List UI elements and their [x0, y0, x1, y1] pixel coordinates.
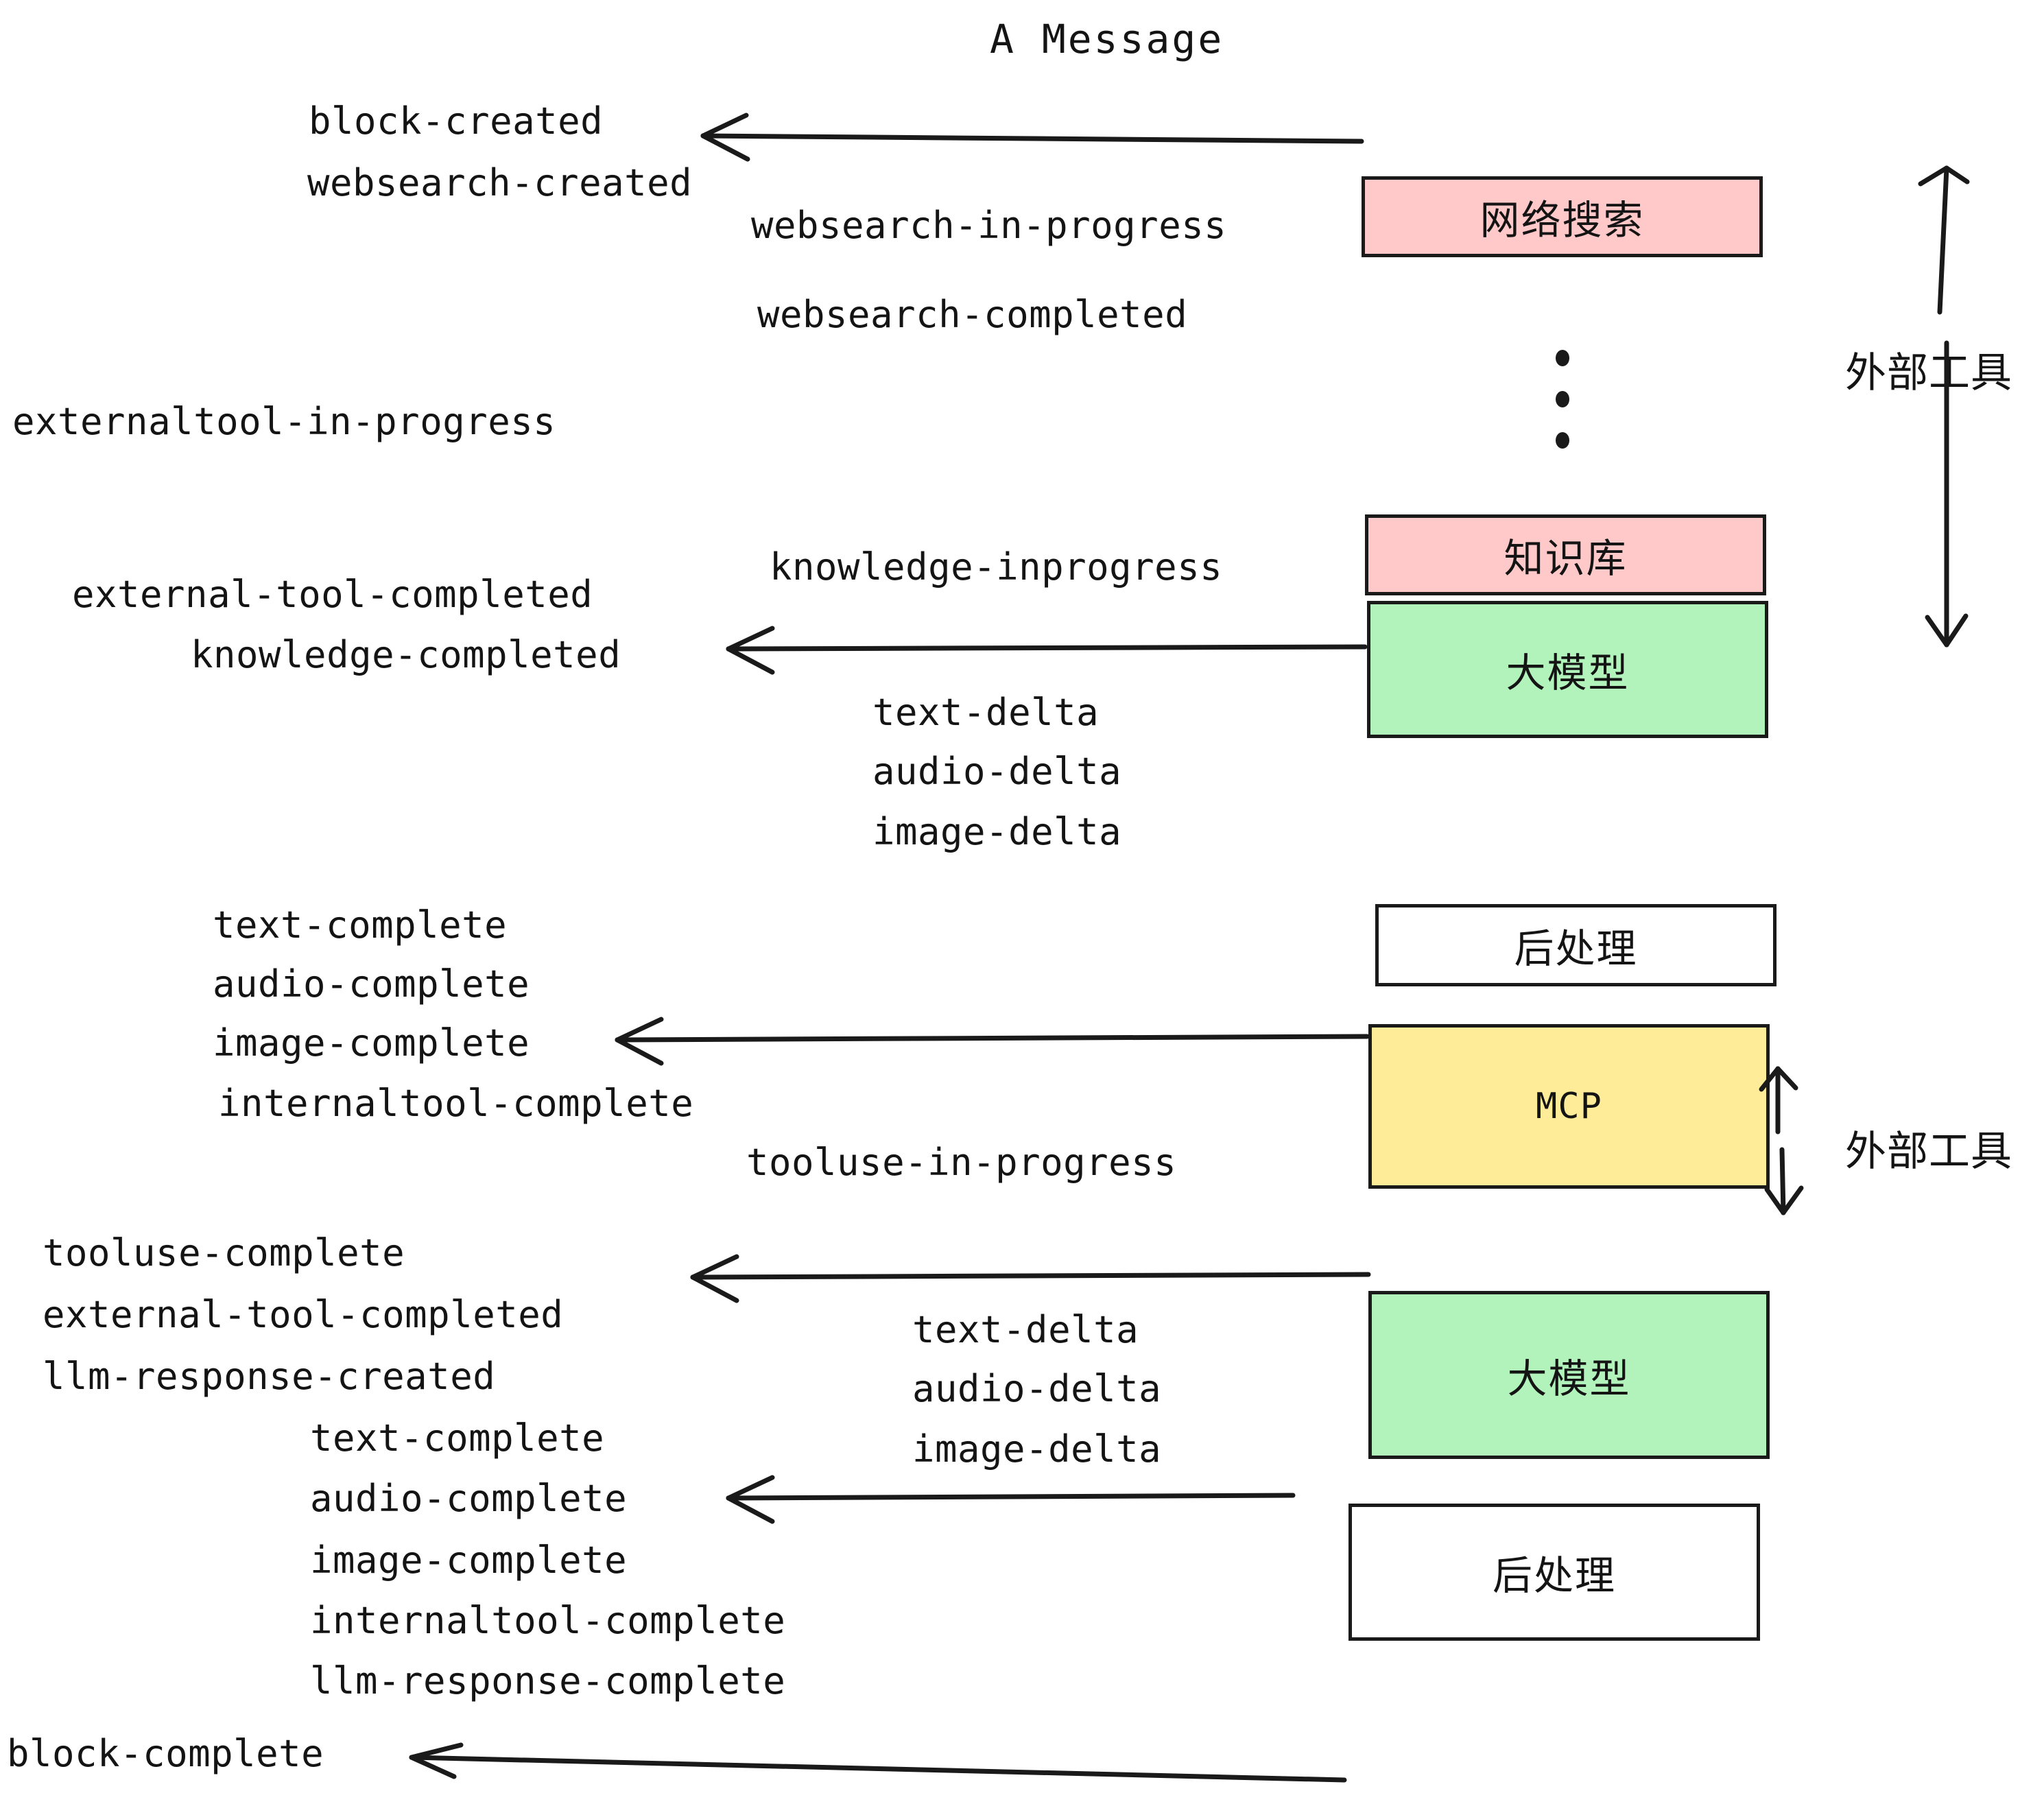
event-block-complete: block-complete	[7, 1732, 324, 1775]
event-internaltool-complete-1: internaltool-complete	[218, 1082, 694, 1125]
arrow-external-tool-span-top	[1918, 165, 1970, 648]
event-image-delta-2: image-delta	[912, 1427, 1162, 1471]
side-label-external-tool-bottom: 外部工具	[1845, 1128, 2012, 1176]
event-llm-response-created: llm-response-created	[43, 1355, 496, 1398]
node-llm-lower: 大模型	[1368, 1291, 1770, 1459]
arrow-mcp-to-tooluse-complete	[690, 1254, 1371, 1303]
event-text-complete-1: text-complete	[213, 903, 508, 947]
node-postprocess-upper: 后处理	[1375, 904, 1776, 986]
node-llm-lower-label: 大模型	[1507, 1355, 1631, 1402]
event-audio-delta-2: audio-delta	[912, 1367, 1162, 1410]
event-text-delta-2: text-delta	[912, 1308, 1139, 1351]
event-audio-complete-2: audio-complete	[310, 1477, 628, 1520]
event-knowledge-completed: knowledge-completed	[191, 633, 621, 676]
event-text-delta-1: text-delta	[872, 691, 1100, 734]
event-websearch-created: websearch-created	[307, 161, 693, 204]
event-image-complete-2: image-complete	[310, 1539, 628, 1582]
node-knowledge-base-label: 知识库	[1504, 535, 1628, 582]
arrow-llm-to-audio-complete	[726, 1475, 1296, 1524]
event-image-delta-1: image-delta	[872, 810, 1122, 853]
event-block-created: block-created	[309, 99, 604, 143]
node-llm-upper: 大模型	[1367, 601, 1768, 738]
node-mcp: MCP	[1368, 1024, 1770, 1189]
event-externaltool-in-progress: externaltool-in-progress	[12, 400, 556, 443]
arrow-websearch-to-block-created	[700, 112, 1364, 162]
event-websearch-in-progress: websearch-in-progress	[751, 204, 1227, 247]
node-postprocess-lower-label: 后处理	[1492, 1552, 1616, 1599]
side-label-external-tool-top: 外部工具	[1845, 349, 2012, 397]
node-llm-upper-label: 大模型	[1506, 650, 1630, 696]
arrow-knowledge-to-knowledge-completed	[726, 626, 1368, 675]
event-external-tool-completed-2: external-tool-completed	[43, 1293, 564, 1336]
node-web-search: 网络搜索	[1362, 176, 1763, 257]
node-postprocess-lower: 后处理	[1348, 1504, 1760, 1641]
event-tooluse-in-progress: tooluse-in-progress	[746, 1141, 1177, 1184]
arrow-postprocess-to-image-complete	[615, 1017, 1370, 1066]
event-image-complete-1: image-complete	[213, 1021, 530, 1065]
ellipsis-dot	[1556, 391, 1569, 407]
node-web-search-label: 网络搜索	[1479, 197, 1645, 244]
event-internaltool-complete-2: internaltool-complete	[310, 1599, 786, 1642]
ellipsis-dot	[1556, 432, 1569, 449]
ellipsis-dot	[1556, 350, 1569, 366]
event-tooluse-complete: tooluse-complete	[43, 1231, 405, 1274]
event-audio-delta-1: audio-delta	[872, 750, 1122, 793]
event-knowledge-inprogress: knowledge-inprogress	[770, 545, 1223, 589]
page-title: A Message	[990, 16, 1224, 62]
event-llm-response-complete: llm-response-complete	[310, 1659, 786, 1702]
node-knowledge-base: 知识库	[1365, 514, 1766, 595]
event-audio-complete-1: audio-complete	[213, 962, 530, 1006]
event-text-complete-2: text-complete	[310, 1416, 605, 1460]
node-mcp-label: MCP	[1536, 1086, 1602, 1127]
event-external-tool-completed-1: external-tool-completed	[72, 573, 593, 616]
arrow-postprocess-to-block-complete	[409, 1742, 1347, 1783]
node-postprocess-upper-label: 后处理	[1514, 925, 1638, 972]
event-websearch-completed: websearch-completed	[757, 293, 1188, 336]
